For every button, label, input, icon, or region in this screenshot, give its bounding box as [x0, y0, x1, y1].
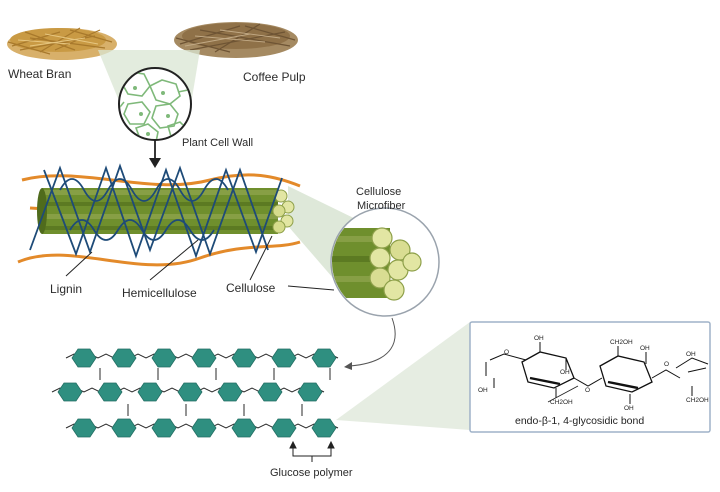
svg-text:O: O [664, 361, 669, 368]
glucose-polymer-label: Glucose polymer [270, 467, 353, 479]
glycosidic-bond-label: endo-β-1, 4-glycosidic bond [515, 415, 644, 427]
bond-arrow [547, 385, 579, 403]
cellulose-label: Cellulose [226, 281, 276, 295]
plant-cell-wall-circle [118, 67, 192, 141]
svg-text:OH: OH [686, 351, 696, 358]
cellulose-microfiber-label-line1: Cellulose [356, 186, 401, 198]
plant-cell-wall-label: Plant Cell Wall [182, 137, 253, 149]
wheat-bran-label: Wheat Bran [8, 67, 71, 81]
svg-text:CH2OH: CH2OH [610, 339, 633, 346]
hemicellulose-strands [29, 163, 283, 259]
svg-text:OH: OH [624, 405, 634, 412]
coffee-pulp-label: Coffee Pulp [243, 70, 306, 84]
bond-zoom-cone [336, 322, 470, 430]
connector-arrow [344, 317, 396, 370]
svg-text:OH: OH [640, 345, 650, 352]
svg-text:CH2OH: CH2OH [550, 399, 573, 406]
svg-text:CH2OH: CH2OH [686, 397, 709, 404]
svg-text:OH: OH [478, 387, 488, 394]
svg-text:OH: OH [560, 369, 570, 376]
pointer-lines [65, 235, 335, 291]
svg-text:O: O [585, 387, 590, 394]
down-arrow-icon [149, 140, 161, 168]
lignin-label: Lignin [50, 282, 82, 296]
cellulose-microfiber-circle [330, 207, 440, 317]
glycosidic-bond-box: OH OH CH2OH CH2OH OH OH OH CH2OH OH O O … [469, 321, 711, 433]
glucose-polymer-bracket [289, 440, 335, 462]
glucose-polymer-chains [51, 348, 339, 438]
coffee-pulp-pile [174, 22, 298, 58]
cellulose-microfiber-label-line2: Microfiber [357, 200, 406, 212]
hemicellulose-label: Hemicellulose [122, 286, 197, 300]
svg-text:OH: OH [534, 335, 544, 342]
svg-text:O: O [504, 349, 509, 356]
wheat-bran-pile [7, 27, 117, 60]
